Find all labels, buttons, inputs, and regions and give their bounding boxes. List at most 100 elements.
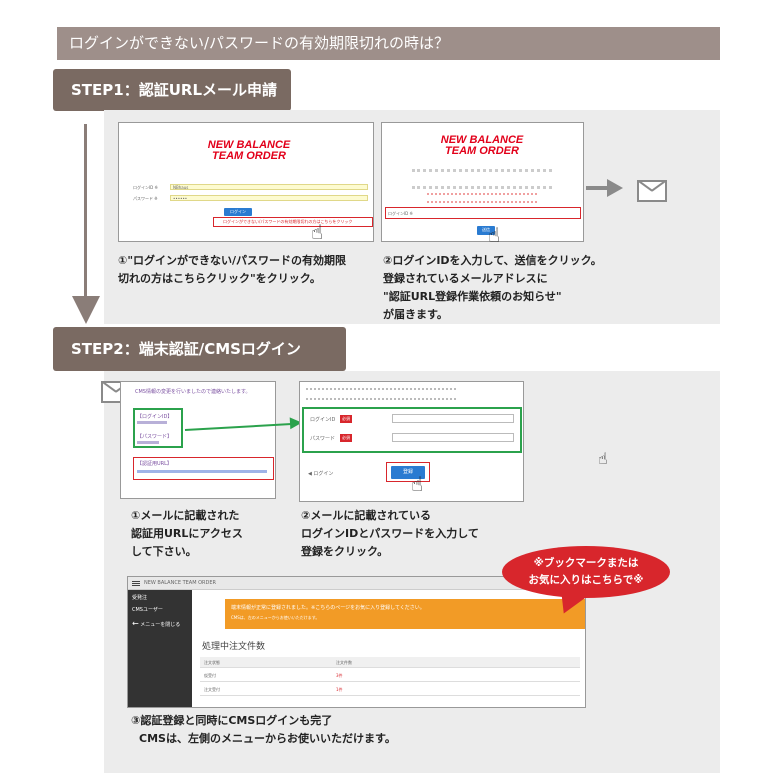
sidebar-item-cms-users[interactable]: CMSユーザー: [132, 607, 163, 613]
register-highlight: [386, 462, 430, 482]
page-header: ログインができない/パスワードの有効期限切れの時は？: [57, 27, 720, 60]
login-page-screenshot: NEW BALANCE TEAM ORDER ログインID ※ NBhaus パ…: [118, 122, 374, 242]
arrow-left-icon: ←: [132, 619, 139, 628]
instruction-text: [412, 169, 552, 189]
form-login-id-input[interactable]: [392, 414, 514, 423]
pointer-hand-icon: ☝: [488, 223, 501, 247]
cms-success-banner: 端末情報が正常に登録されました。※こちらのページをお気に入り登録してください。 …: [225, 599, 585, 629]
table-row: 仮受付 3件: [200, 668, 580, 682]
auth-form-screenshot: ログインID 必須 パスワード 必須 ◀ ログイン 登録: [299, 381, 524, 502]
step1-tab: STEP1：認証URLメール申請: [53, 69, 291, 111]
row-status: 仮受付: [204, 673, 216, 678]
caption-line: 認証用URLにアクセス: [131, 527, 243, 540]
logo-line2: TEAM ORDER: [445, 145, 519, 157]
cms-section-title: 処理中注文件数: [202, 642, 266, 652]
send-button[interactable]: 送信: [477, 226, 495, 235]
hamburger-icon[interactable]: [132, 581, 140, 582]
row-count-link[interactable]: 3件: [336, 673, 343, 678]
credentials-highlight: [133, 408, 183, 448]
sidebar-item-orders[interactable]: 受発注: [132, 595, 148, 601]
row-count-link[interactable]: 1件: [336, 687, 343, 692]
caption-line: ①メールに記載された: [131, 509, 240, 522]
send-id-screenshot: NEW BALANCE TEAM ORDER ログインID ※ 送信: [381, 122, 584, 242]
auth-mail-screenshot: CMS情報の変更を行いましたので連絡いたします。 【ログインID】 【パスワード…: [120, 381, 276, 499]
required-tag: 必須: [340, 434, 352, 442]
caption-line: ③認証登録と同時にCMSログインも完了: [131, 714, 333, 727]
auth-url-link[interactable]: [137, 470, 267, 473]
close-menu-button[interactable]: ← メニューを閉じる: [132, 619, 180, 628]
login-id-label: ログインID ※: [388, 211, 413, 216]
logo: NEW BALANCE TEAM ORDER: [422, 135, 542, 157]
caption-line: ①"ログインができない/パスワードの有効期限: [118, 254, 347, 267]
arrow-line: [586, 186, 610, 190]
back-to-login-link[interactable]: ◀ ログイン: [308, 471, 334, 477]
caption-line: "認証URL登録作業依頼のお知らせ": [383, 290, 562, 303]
password-label: パスワード ※: [133, 196, 158, 201]
pointer-hand-icon: ☝: [411, 472, 424, 496]
login-id-field[interactable]: NBhaus: [170, 184, 368, 190]
callout-line: お気に入りはこちらで※: [528, 574, 644, 586]
form-password-label: パスワード: [310, 436, 336, 442]
pointer-hand-icon: ☝: [311, 220, 324, 244]
flow-arrow-line: [84, 124, 87, 300]
bookmark-callout: ※ブックマークまたは お気に入りはこちらで※: [502, 546, 670, 598]
warning-text: [427, 193, 537, 203]
login-id-highlight: [385, 207, 581, 219]
password-field[interactable]: ••••••: [170, 195, 368, 201]
logo: NEW BALANCE TEAM ORDER: [189, 140, 309, 162]
step2-caption2: ②メールに記載されている ログインIDとパスワードを入力して 登録をクリック。: [301, 507, 479, 561]
mail-intro: CMS情報の変更を行いましたので連絡いたします。: [135, 389, 251, 395]
login-button[interactable]: ログイン: [224, 208, 252, 216]
caption-line: 登録をクリック。: [301, 545, 389, 558]
logo-line1: NEW BALANCE: [207, 139, 291, 151]
form-password-input[interactable]: [392, 433, 514, 442]
caption-line: ②メールに記載されている: [301, 509, 431, 522]
mail-password-label: 【パスワード】: [137, 434, 173, 440]
logo-line2: TEAM ORDER: [212, 150, 286, 162]
caption-line: 登録されているメールアドレスに: [383, 272, 548, 285]
col-count: 注文件数: [336, 660, 352, 665]
flow-arrow-down-icon: [72, 296, 100, 324]
forgot-link-highlight: [213, 217, 373, 227]
login-id-label: ログインID ※: [133, 185, 158, 190]
required-tag: 必須: [340, 415, 352, 423]
banner-line1: 端末情報が正常に登録されました。※こちらのページをお気に入り登録してください。: [231, 605, 425, 611]
login-id-value: NBhaus: [173, 185, 189, 190]
cms-screenshot: NEW BALANCE TEAM ORDER 受発注 CMSユーザー ← メニュ…: [127, 576, 586, 708]
row-status: 注文受付: [204, 687, 220, 692]
col-status: 注文状態: [204, 660, 220, 665]
arrow-right-icon: [607, 179, 623, 197]
step2-caption3: ③認証登録と同時にCMSログインも完了 CMSは、左側のメニューからお使いいただ…: [131, 712, 396, 748]
caption-line: 切れの方はこちらクリック"をクリック。: [118, 272, 321, 285]
cms-sidebar: 受発注 CMSユーザー ← メニューを閉じる: [128, 590, 192, 707]
callout-line: ※ブックマークまたは: [533, 557, 639, 569]
logo-line1: NEW BALANCE: [440, 134, 524, 146]
caption-line: が届きます。: [383, 308, 448, 321]
caption-line: ②ログインIDを入力して、送信をクリック。: [383, 254, 602, 267]
step1-caption2: ②ログインIDを入力して、送信をクリック。 登録されているメールアドレスに "認…: [383, 252, 602, 324]
table-row: 注文受付 1件: [200, 682, 580, 696]
caption-line: して下さい。: [131, 545, 197, 558]
cms-order-table: 注文状態 注文件数 仮受付 3件 注文受付 1件: [200, 657, 580, 701]
step2-tab: STEP2：端末認証/CMSログイン: [53, 327, 346, 371]
close-menu-label: メニューを閉じる: [140, 622, 181, 628]
caption-line: CMSは、左側のメニューからお使いいただけます。: [139, 732, 396, 745]
table-header: 注文状態 注文件数: [200, 657, 580, 668]
cms-title: NEW BALANCE TEAM ORDER: [144, 580, 217, 586]
step1-caption1: ①"ログインができない/パスワードの有効期限 切れの方はこちらクリック"をクリッ…: [118, 252, 346, 288]
blurred-password: [137, 441, 159, 444]
pointer-hand-icon: ☝: [598, 449, 608, 468]
register-button[interactable]: 登録: [391, 466, 425, 479]
step2-caption1: ①メールに記載された 認証用URLにアクセス して下さい。: [131, 507, 243, 561]
cms-topbar: NEW BALANCE TEAM ORDER: [128, 577, 585, 590]
blurred-login-id: [137, 421, 167, 424]
password-value: ••••••: [173, 196, 188, 201]
mail-login-id-label: 【ログインID】: [137, 414, 173, 420]
banner-line2: CMSは、左のメニューからお使いいただけます。: [231, 615, 320, 620]
caption-line: ログインIDとパスワードを入力して: [301, 527, 479, 540]
form-login-id-label: ログインID: [310, 417, 336, 423]
forgot-password-link[interactable]: ログインができない/パスワードの有効期限切れの方はこちらをクリック: [223, 219, 353, 224]
auth-url-highlight: [133, 457, 274, 480]
envelope-icon: [637, 180, 667, 202]
mail-auth-url-label: 【認証用URL】: [137, 461, 172, 467]
